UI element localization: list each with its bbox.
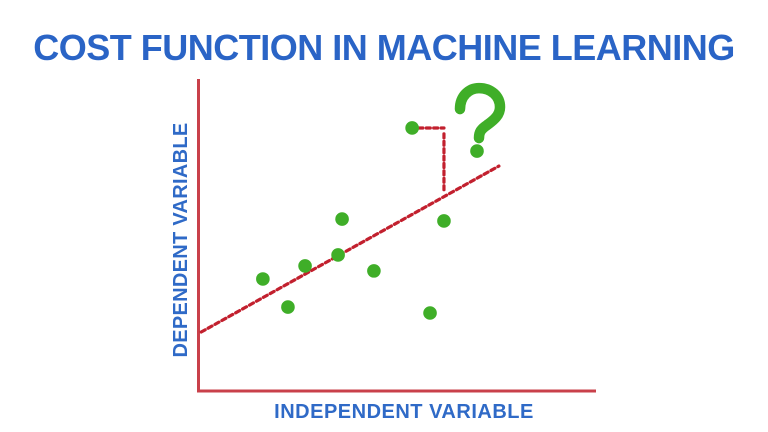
data-point-1 bbox=[405, 121, 419, 135]
data-point-8 bbox=[423, 306, 437, 320]
trend-line bbox=[199, 164, 501, 334]
data-point-2 bbox=[256, 272, 270, 286]
data-point-10 bbox=[470, 144, 484, 158]
data-point-6 bbox=[335, 212, 349, 226]
data-point-7 bbox=[367, 264, 381, 278]
data-point-3 bbox=[281, 300, 295, 314]
data-point-5 bbox=[331, 248, 345, 262]
question-mark-icon bbox=[454, 82, 506, 144]
page-title: COST FUNCTION IN MACHINE LEARNING bbox=[33, 27, 735, 69]
y-axis-label: DEPENDENT VARIABLE bbox=[170, 122, 192, 358]
x-axis-label: INDEPENDENT VARIABLE bbox=[274, 401, 534, 423]
data-point-4 bbox=[298, 259, 312, 273]
data-point-9 bbox=[437, 214, 451, 228]
